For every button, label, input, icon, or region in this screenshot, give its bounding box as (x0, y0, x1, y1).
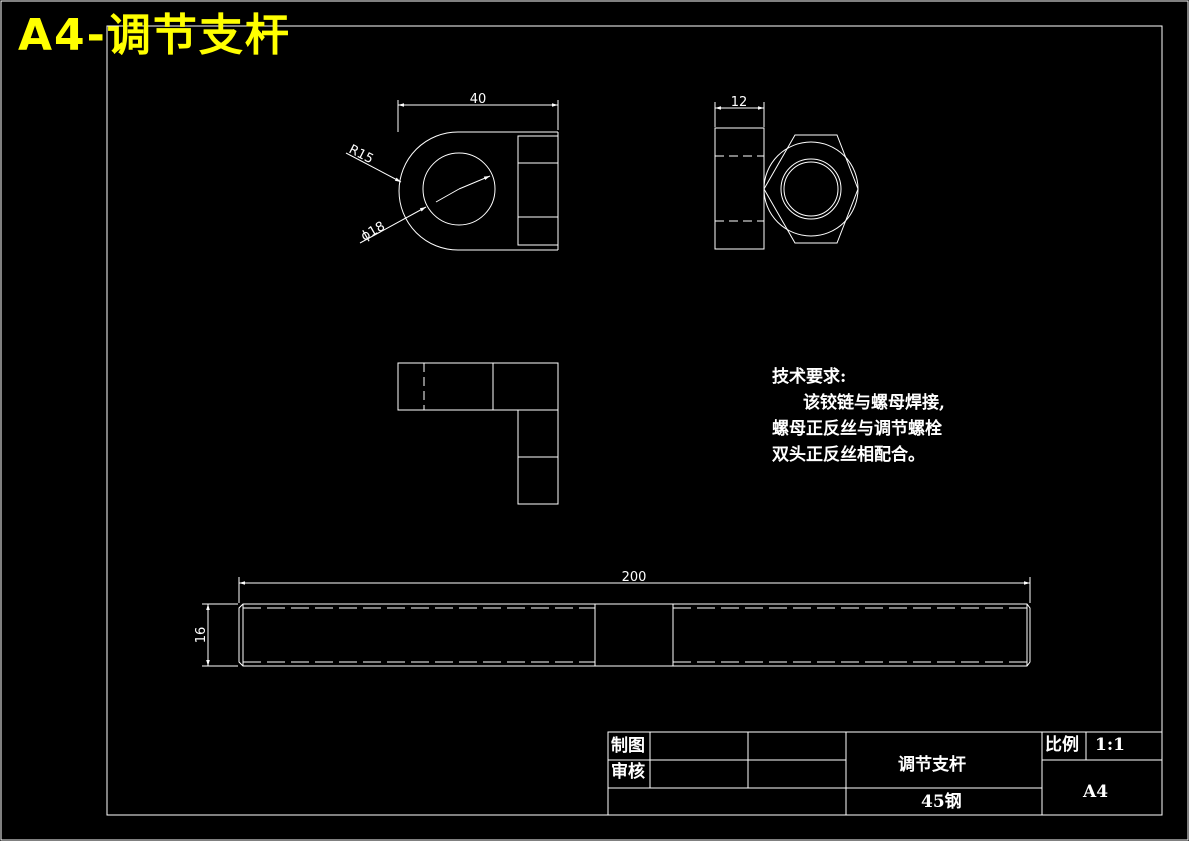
dim-40-text: 40 (470, 92, 487, 107)
technical-requirements: 技术要求: 该铰链与螺母焊接, 螺母正反丝与调节螺栓双头正反丝相配合。 (772, 364, 945, 468)
tech-line-2: 螺母正反丝与调节螺栓 (772, 419, 942, 439)
d18-center-line (435, 188, 460, 203)
nut-chamfer-circle (763, 141, 859, 237)
top-view-outline (397, 362, 559, 505)
d18-leader (359, 206, 427, 244)
tb-part-name: 调节支杆 (898, 755, 966, 775)
rod-outline (238, 603, 1031, 667)
dim-12-text: 12 (731, 95, 748, 110)
inner-frame (106, 25, 1163, 816)
dim-r15-text: R15 (346, 142, 376, 167)
drawing-title: A4-调节支杆 (18, 10, 291, 61)
side-block (714, 127, 765, 250)
hexagon-nut (763, 134, 859, 244)
tb-checked-label: 审核 (611, 762, 645, 782)
tb-material: 45钢 (921, 792, 962, 812)
front-nut-block (517, 135, 559, 246)
tb-sheet-size: A4 (1083, 782, 1109, 802)
nut-thread-inner (783, 161, 839, 217)
eye-hole (422, 152, 496, 226)
tech-heading: 技术要求: (772, 367, 847, 387)
tech-line-3: 双头正反丝相配合。 (772, 445, 925, 465)
tb-scale-label: 比例 (1045, 735, 1079, 755)
d18-inner-arrow (458, 175, 491, 190)
title-block (607, 731, 1163, 816)
eye-outer-arc (398, 131, 459, 251)
r15-leader (345, 152, 402, 183)
dim-d18-text: ϕ18 (359, 219, 388, 245)
tech-line-1: 该铰链与螺母焊接, (803, 393, 945, 413)
top-view (397, 362, 559, 505)
dim-16-text: 16 (194, 627, 209, 644)
side-view (714, 102, 859, 250)
title-block-frame (607, 731, 1163, 816)
threaded-rod (202, 577, 1031, 667)
dim-200-text: 200 (622, 570, 647, 585)
tb-drawn-label: 制图 (611, 736, 645, 756)
nut-thread-outer (780, 158, 842, 220)
front-view (345, 100, 559, 251)
tb-scale-value: 1:1 (1095, 735, 1125, 755)
